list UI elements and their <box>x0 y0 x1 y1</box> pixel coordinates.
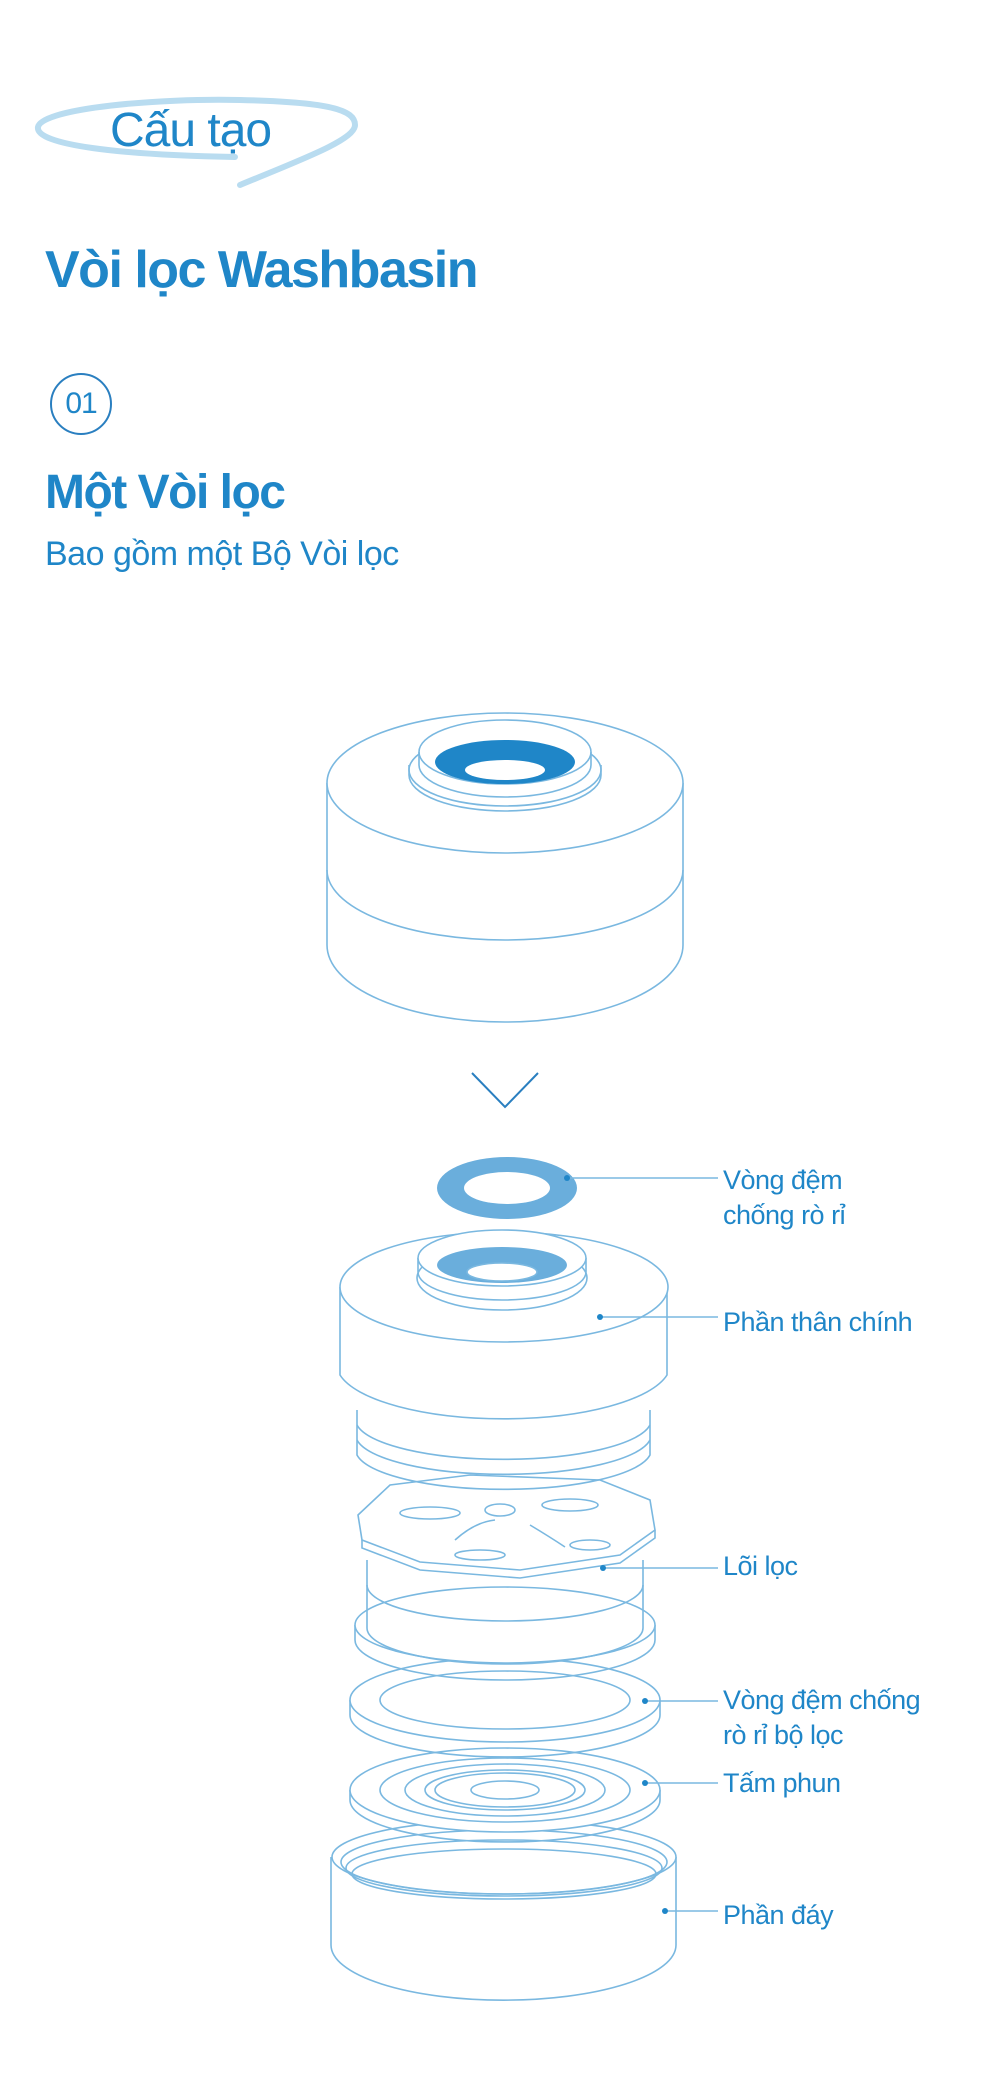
page-title: Vòi lọc Washbasin <box>45 241 479 299</box>
label-gasket-line1: Vòng đệm <box>723 1165 843 1195</box>
label-gasket: Vòng đệm chống rò rỉ <box>723 1163 846 1233</box>
section-subtitle: Bao gồm một Bộ Vòi lọc <box>45 535 399 573</box>
label-spray: Tấm phun <box>723 1768 841 1798</box>
label-filter-gasket-line2: rò rỉ bộ lọc <box>723 1720 844 1750</box>
section-tag: Cấu tạo <box>110 104 272 157</box>
leader-dots <box>564 1175 668 1914</box>
label-body: Phần thân chính <box>723 1307 913 1337</box>
label-base: Phần đáy <box>723 1900 834 1930</box>
leader-lines <box>567 1177 718 1912</box>
label-filter-gasket-line1: Vòng đệm chống <box>723 1685 921 1715</box>
label-gasket-line2: chống rò rỉ <box>723 1200 846 1230</box>
tag-scribble <box>35 96 359 188</box>
chevron-down-icon <box>471 1072 539 1109</box>
label-filter-gasket: Vòng đệm chống rò rỉ bộ lọc <box>723 1683 921 1753</box>
label-core: Lõi lọc <box>723 1551 798 1581</box>
exploded-filter-illustration <box>330 1157 677 2001</box>
assembled-filter-illustration <box>326 712 684 1023</box>
section-title: Một Vòi lọc <box>45 466 286 519</box>
step-number-badge: 01 <box>50 373 112 435</box>
